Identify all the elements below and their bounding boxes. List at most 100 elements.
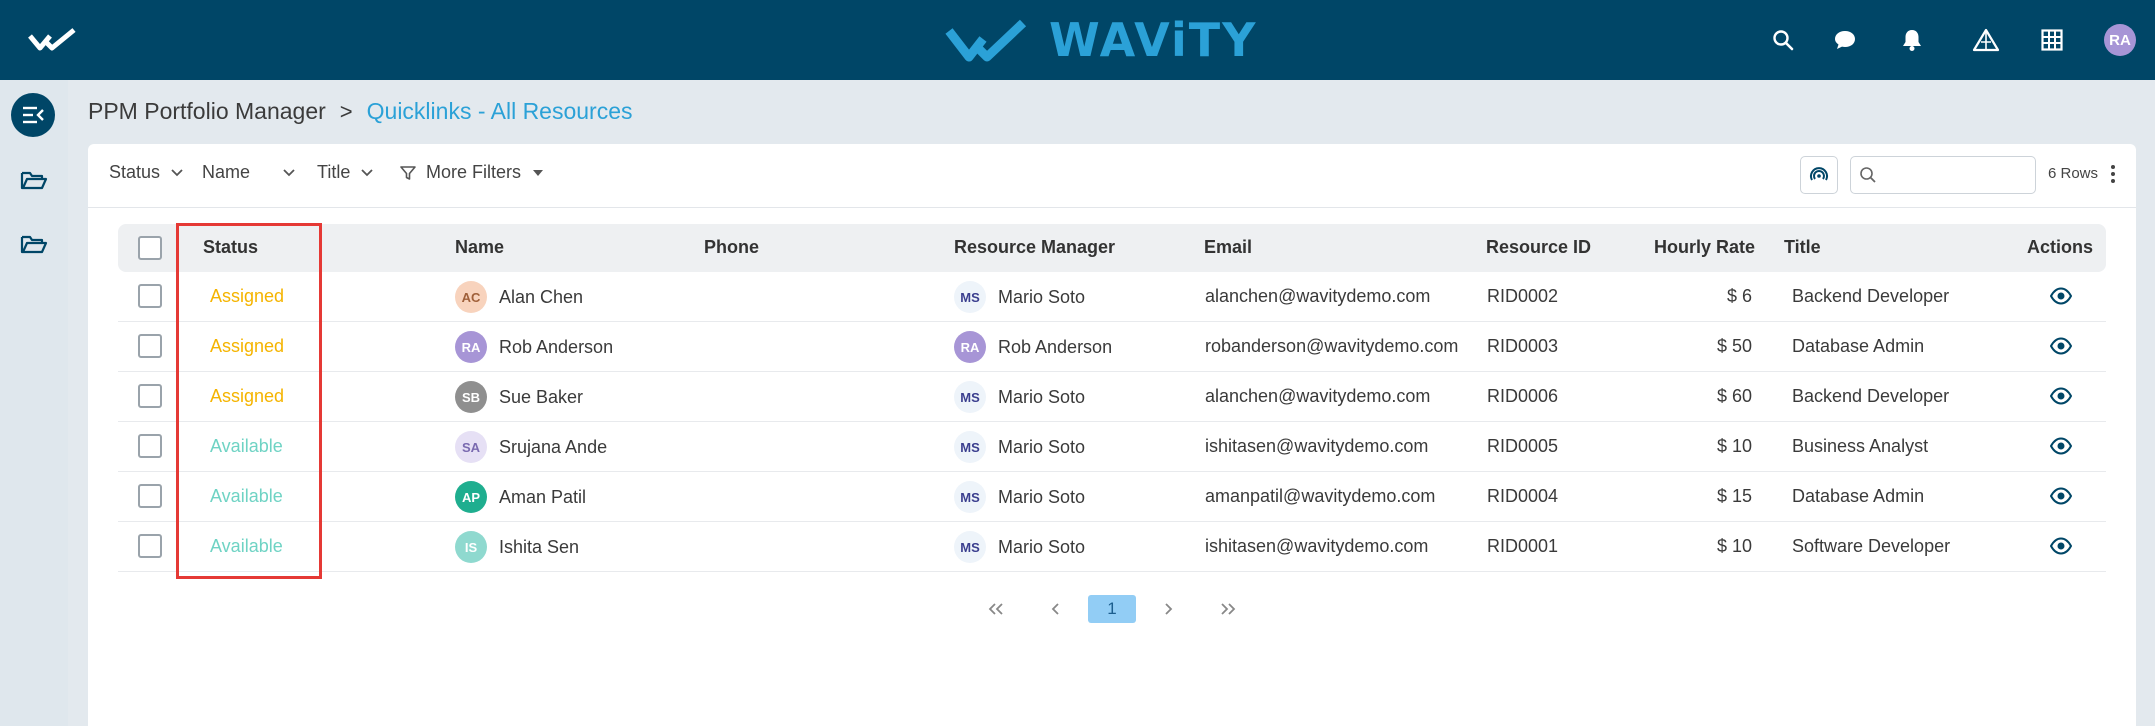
user-avatar[interactable]: RA (2104, 24, 2136, 56)
search-input[interactable] (1883, 166, 2033, 184)
eye-icon[interactable] (2050, 337, 2072, 355)
select-all-checkbox[interactable] (138, 236, 162, 260)
first-page-icon[interactable] (976, 595, 1016, 623)
search-icon[interactable] (1767, 24, 1799, 56)
column-header-title[interactable]: Title (1784, 237, 1821, 257)
search-icon (1860, 167, 1876, 183)
status-filter[interactable]: Status (109, 162, 184, 183)
email-value: ishitasen@wavitydemo.com (1205, 436, 1429, 456)
current-page-button[interactable]: 1 (1088, 595, 1136, 623)
column-header-phone[interactable]: Phone (704, 237, 760, 257)
avatar: MS (954, 381, 986, 413)
resource-id-value: RID0005 (1487, 436, 1559, 456)
scan-icon (1810, 167, 1828, 181)
row-checkbox[interactable] (138, 284, 162, 308)
resource-name-text: Srujana Ande (499, 436, 608, 457)
title-value: Business Analyst (1792, 436, 1929, 456)
previous-page-icon[interactable] (1036, 595, 1076, 623)
rows-count: 6 Rows (2048, 165, 2099, 182)
avatar: IS (455, 531, 487, 563)
filter-icon (400, 165, 416, 180)
more-filters-button[interactable]: More Filters (400, 162, 545, 183)
chevron-down-icon (361, 168, 373, 176)
tent-icon[interactable] (1970, 24, 2002, 56)
resource-name-text: Ishita Sen (499, 536, 580, 557)
title-filter-label: Title (317, 162, 351, 182)
folder-icon[interactable] (18, 228, 50, 260)
email-value: alanchen@wavitydemo.com (1205, 386, 1431, 406)
last-page-icon[interactable] (1208, 595, 1248, 623)
hourly-rate-value: $ 6 (1726, 286, 1752, 306)
breadcrumb-current[interactable]: Quicklinks - All Resources (366, 98, 633, 124)
resource-manager-text: Mario Soto (998, 436, 1086, 457)
search-box[interactable] (1850, 156, 2036, 194)
chevron-down-icon (171, 168, 183, 176)
grid-icon[interactable] (2036, 24, 2068, 56)
avatar: AP (455, 481, 487, 513)
resource-name[interactable]: IS Ishita Sen (455, 531, 579, 563)
eye-icon[interactable] (2050, 287, 2072, 305)
wavity-logo-icon[interactable] (28, 24, 78, 56)
email-value: ishitasen@wavitydemo.com (1205, 536, 1429, 556)
name-filter-label: Name (202, 162, 251, 182)
row-checkbox[interactable] (138, 434, 162, 458)
bell-icon[interactable] (1896, 24, 1928, 56)
name-filter[interactable]: Name (202, 162, 296, 183)
avatar: AC (455, 281, 487, 313)
status-value: Available (210, 536, 283, 556)
column-header-email[interactable]: Email (1204, 237, 1253, 257)
column-header-resource-id[interactable]: Resource ID (1486, 237, 1592, 257)
avatar: SB (455, 381, 487, 413)
resource-name[interactable]: SB Sue Baker (455, 381, 583, 413)
next-page-icon[interactable] (1148, 595, 1188, 623)
column-header-name[interactable]: Name (455, 237, 505, 257)
scan-button[interactable] (1800, 156, 1838, 194)
hourly-rate-value: $ 50 (1716, 336, 1752, 356)
title-value: Backend Developer (1792, 286, 1950, 306)
resource-id-value: RID0006 (1487, 386, 1559, 406)
hourly-rate-value: $ 10 (1716, 436, 1752, 456)
row-checkbox[interactable] (138, 484, 162, 508)
resource-id-value: RID0003 (1487, 336, 1559, 356)
left-sidebar (0, 80, 68, 726)
eye-icon[interactable] (2050, 387, 2072, 405)
row-checkbox[interactable] (138, 384, 162, 408)
resources-table: Status Name Phone Resource Manager Email… (118, 224, 2106, 572)
eye-icon[interactable] (2050, 487, 2072, 505)
pagination: 1 (0, 595, 2155, 635)
resource-id-value: RID0001 (1487, 536, 1559, 556)
status-filter-label: Status (109, 162, 161, 182)
column-header-resource-manager[interactable]: Resource Manager (954, 237, 1116, 257)
breadcrumb-root[interactable]: PPM Portfolio Manager (88, 98, 326, 124)
resource-manager: MS Mario Soto (954, 381, 1085, 413)
resource-name[interactable]: SA Srujana Ande (455, 431, 607, 463)
folder-icon[interactable] (18, 164, 50, 196)
brand-mark-icon (945, 19, 1027, 62)
avatar: SA (455, 431, 487, 463)
resource-manager-text: Mario Soto (998, 486, 1086, 507)
resource-name-text: Sue Baker (499, 386, 584, 407)
collapse-menu-button[interactable] (11, 93, 55, 137)
column-header-hourly-rate[interactable]: Hourly Rate (1654, 237, 1756, 257)
column-header-actions: Actions (2027, 237, 2094, 257)
more-options-icon[interactable] (2108, 162, 2118, 186)
column-header-status[interactable]: Status (203, 237, 259, 257)
eye-icon[interactable] (2050, 537, 2072, 555)
resource-manager-text: Mario Soto (998, 386, 1086, 407)
row-checkbox[interactable] (138, 534, 162, 558)
row-checkbox[interactable] (138, 334, 162, 358)
eye-icon[interactable] (2050, 437, 2072, 455)
chat-icon[interactable] (1829, 24, 1861, 56)
title-filter[interactable]: Title (317, 162, 374, 183)
